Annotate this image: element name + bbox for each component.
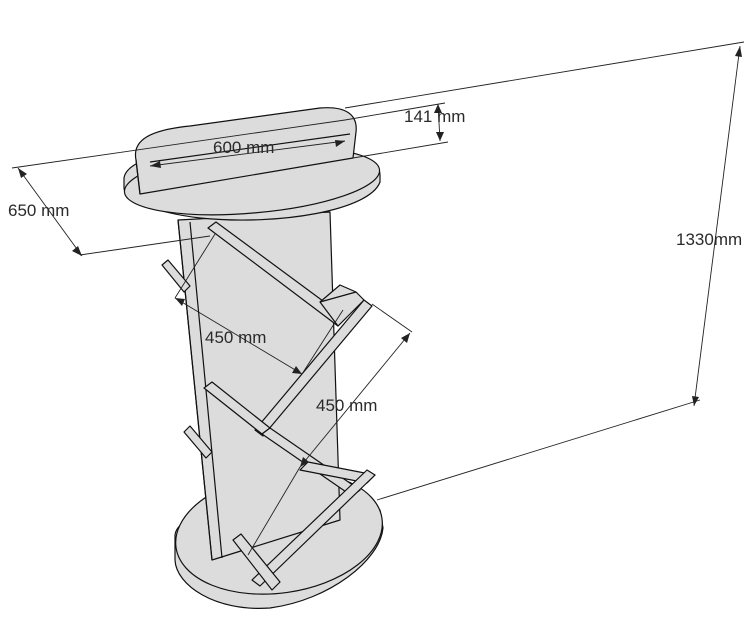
dimension-450-upper	[174, 233, 344, 375]
label-141-mm: 141 mm	[404, 107, 465, 126]
top-backboard	[134, 107, 357, 195]
label-450-mm-right: 450 mm	[316, 396, 377, 415]
dimension-600	[149, 140, 346, 168]
dimension-1330	[344, 41, 745, 501]
lower-shelf	[203, 381, 376, 587]
upper-shelf	[207, 221, 373, 437]
label-650-mm: 650 mm	[8, 201, 69, 220]
base-front-lip	[232, 533, 281, 591]
dimension-450-right	[247, 303, 413, 556]
dimension-650	[11, 119, 346, 257]
left-tab-upper	[161, 259, 191, 293]
label-450-mm-upper: 450 mm	[205, 328, 266, 347]
left-tab-lower	[183, 425, 213, 459]
label-600-mm: 600 mm	[213, 138, 274, 157]
dimension-141	[344, 102, 449, 159]
label-1330-mm: 1330mm	[676, 230, 742, 249]
